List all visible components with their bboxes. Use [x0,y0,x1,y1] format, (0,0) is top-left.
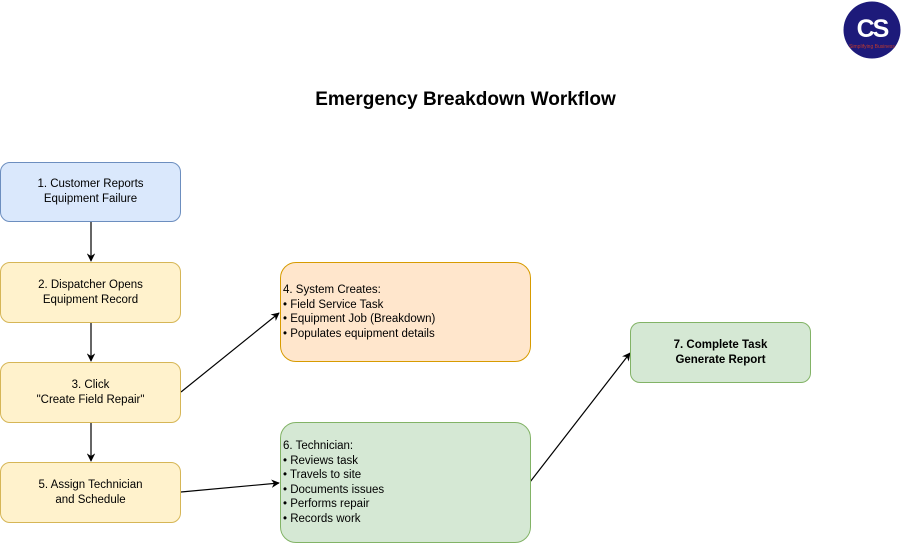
node-label-line: 7. Complete Task [673,338,768,351]
node-label-line: • Reviews task [283,454,358,467]
logo-monogram: CS [857,15,889,43]
node-label-line: 5. Assign Technician [38,478,143,491]
node-label-line: • Travels to site [283,469,362,481]
node-label-line: • Records work [283,512,361,525]
edge-step3-to-step4[interactable] [180,312,280,393]
node-step5-assign-technician[interactable]: 5. Assign Technician and Schedule [0,462,181,523]
node-step3-create-field-repair[interactable]: 3. Click "Create Field Repair" [0,362,181,423]
node-label-line: Equipment Record [42,293,139,306]
node-label-line: and Schedule [55,493,126,506]
node-step6-technician[interactable]: 6. Technician: • Reviews task • Travels to… [280,422,531,543]
edge-step5-to-step6[interactable] [180,479,280,493]
node-label-line: "Create Field Repair" [36,393,145,406]
company-logo-icon: CS Simplifying Business [843,1,901,59]
node-label-line: Generate Report [675,353,766,366]
node-label-line: • Equipment Job (Breakdown) [283,313,436,325]
diagram-title: Emergency Breakdown Workflow [315,89,616,110]
node-label-line: 4. System Creates: [283,284,381,296]
node-label-line: • Populates equipment details [283,327,435,340]
node-label-line: 6. Technician: [283,440,354,452]
node-label-line: 1. Customer Reports [37,178,144,190]
logo-tagline: Simplifying Business [849,44,895,50]
edge-step6-to-step7[interactable] [529,352,631,483]
node-step4-system-creates[interactable]: 4. System Creates: • Field Service Task • … [280,262,531,362]
node-label-line: 2. Dispatcher Opens [38,278,143,291]
node-label-line: • Performs repair [283,498,370,510]
node-label-line: • Documents issues [283,483,385,496]
node-label-line: • Field Service Task [283,298,384,311]
node-label-line: 3. Click [71,378,110,391]
node-label-line: Equipment Failure [43,193,138,205]
